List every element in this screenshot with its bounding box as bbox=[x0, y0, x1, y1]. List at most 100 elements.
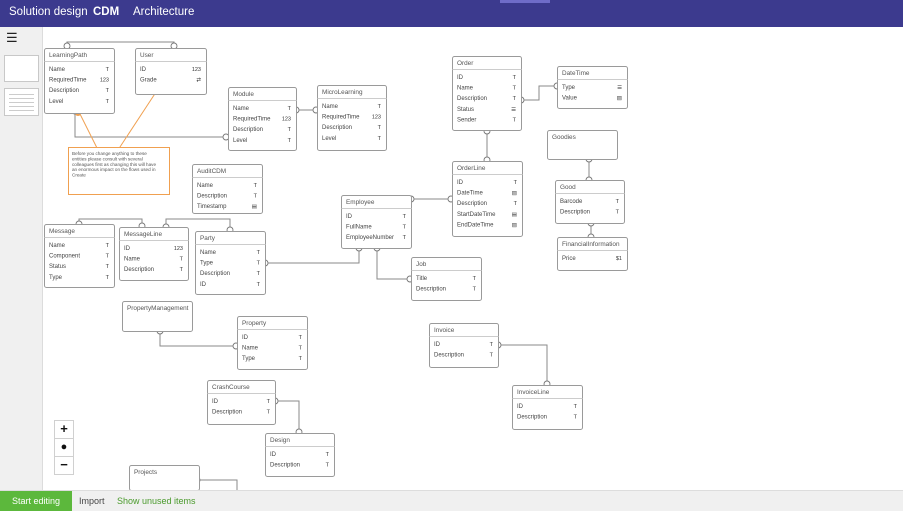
attribute-name[interactable]: Grade bbox=[140, 78, 157, 84]
zoom-in-button[interactable]: + bbox=[54, 420, 74, 439]
diagram-thumbnail-2[interactable] bbox=[4, 88, 39, 116]
attribute-name[interactable]: Type bbox=[200, 261, 214, 267]
attribute-name[interactable]: EmployeeNumber bbox=[346, 235, 394, 241]
start-editing-button[interactable]: Start editing bbox=[0, 491, 72, 511]
attribute-name[interactable]: Name bbox=[322, 104, 339, 110]
attribute-name[interactable]: Name bbox=[457, 86, 474, 92]
attribute-name[interactable]: Description bbox=[233, 127, 263, 133]
nav-solution-design[interactable]: Solution design bbox=[9, 6, 88, 18]
attribute-name[interactable]: FullName bbox=[346, 225, 372, 231]
attribute-name[interactable]: Name bbox=[124, 257, 141, 263]
attribute-name[interactable]: Name bbox=[49, 243, 66, 249]
attribute-name[interactable]: EndDateTime bbox=[457, 222, 494, 228]
attribute-name[interactable]: DateTime bbox=[457, 191, 483, 197]
attribute-name[interactable]: Name bbox=[200, 250, 217, 256]
entity-projects[interactable]: Projects bbox=[129, 465, 200, 491]
attribute-name[interactable]: Description bbox=[416, 287, 446, 293]
attribute-name[interactable]: RequiredTime bbox=[322, 115, 360, 121]
attribute-name[interactable]: Status bbox=[49, 264, 66, 270]
attribute-name[interactable]: ID bbox=[140, 67, 147, 73]
attribute-name[interactable]: RequiredTime bbox=[49, 78, 87, 84]
attribute-name[interactable]: Name bbox=[197, 183, 214, 189]
attribute-name[interactable]: ID bbox=[434, 342, 441, 348]
nav-architecture[interactable]: Architecture bbox=[133, 6, 195, 18]
attribute-name[interactable]: Description bbox=[517, 415, 547, 421]
attribute-name[interactable]: Description bbox=[212, 410, 242, 416]
attribute-name[interactable]: ID bbox=[346, 214, 353, 220]
attribute-name[interactable]: Name bbox=[49, 67, 66, 73]
attribute-name[interactable]: Level bbox=[49, 99, 63, 105]
attribute-name[interactable]: ID bbox=[242, 335, 249, 341]
attribute-name[interactable]: Description bbox=[322, 125, 352, 131]
attribute-name[interactable]: ID bbox=[212, 399, 219, 405]
attribute-name[interactable]: Description bbox=[434, 353, 464, 359]
zoom-reset-button[interactable]: ● bbox=[54, 438, 74, 457]
diagram-thumbnail-1[interactable] bbox=[4, 55, 39, 82]
attribute-name[interactable]: Sender bbox=[457, 117, 476, 123]
show-unused-items-link[interactable]: Show unused items bbox=[117, 496, 196, 506]
attribute-type-icon: T bbox=[299, 356, 303, 362]
attribute-name[interactable]: Description bbox=[270, 463, 300, 469]
attribute-name[interactable]: ID bbox=[270, 452, 277, 458]
import-button[interactable]: Import bbox=[79, 496, 105, 506]
attribute-name[interactable]: Value bbox=[562, 96, 578, 102]
hamburger-icon[interactable]: ☰ bbox=[6, 30, 18, 45]
attribute-name[interactable]: Barcode bbox=[560, 199, 583, 205]
attribute-name[interactable]: ID bbox=[457, 75, 464, 81]
attribute-type-icon: 123 bbox=[100, 78, 109, 84]
attribute-type-icon: T bbox=[513, 96, 517, 102]
attribute-name[interactable]: Status bbox=[457, 107, 474, 113]
attribute-name[interactable]: Level bbox=[322, 136, 336, 142]
attribute-name[interactable]: ID bbox=[200, 282, 207, 288]
entity-propertymanagement[interactable]: PropertyManagement bbox=[122, 301, 193, 332]
attribute-name[interactable]: Type bbox=[49, 275, 63, 281]
attribute-name[interactable]: Description bbox=[49, 88, 79, 94]
attribute-name[interactable]: Description bbox=[457, 96, 487, 102]
attribute-name[interactable]: StartDateTime bbox=[457, 212, 496, 218]
attribute-name[interactable]: Title bbox=[416, 276, 428, 282]
attribute-name[interactable]: Description bbox=[200, 271, 230, 277]
attribute-name[interactable]: Description bbox=[197, 194, 227, 200]
attribute-type-icon: T bbox=[616, 210, 620, 216]
attribute-name[interactable]: Type bbox=[562, 85, 576, 91]
entity-goodies[interactable]: Goodies bbox=[547, 130, 618, 160]
attribute-name[interactable]: ID bbox=[124, 246, 131, 252]
attribute-name[interactable]: Component bbox=[49, 254, 80, 260]
attribute-name[interactable]: ID bbox=[457, 180, 464, 186]
attribute-name[interactable]: ID bbox=[517, 404, 524, 410]
attribute-name[interactable]: RequiredTime bbox=[233, 117, 271, 123]
attribute-name[interactable]: Price bbox=[562, 256, 576, 262]
attribute-name[interactable]: Name bbox=[242, 346, 259, 352]
attribute-name[interactable]: Name bbox=[233, 106, 250, 112]
zoom-out-button[interactable]: − bbox=[54, 456, 74, 475]
attribute-name[interactable]: Level bbox=[233, 138, 247, 144]
nav-cdm[interactable]: CDM bbox=[93, 6, 120, 18]
attribute-name[interactable]: Description bbox=[560, 210, 590, 216]
attribute-name[interactable]: Timestamp bbox=[197, 204, 227, 210]
attribute-name[interactable]: Description bbox=[457, 201, 487, 207]
attribute-name[interactable]: Description bbox=[124, 267, 154, 273]
attribute-type-icon: ▤ bbox=[617, 96, 623, 102]
attribute-name[interactable]: Type bbox=[242, 356, 256, 362]
